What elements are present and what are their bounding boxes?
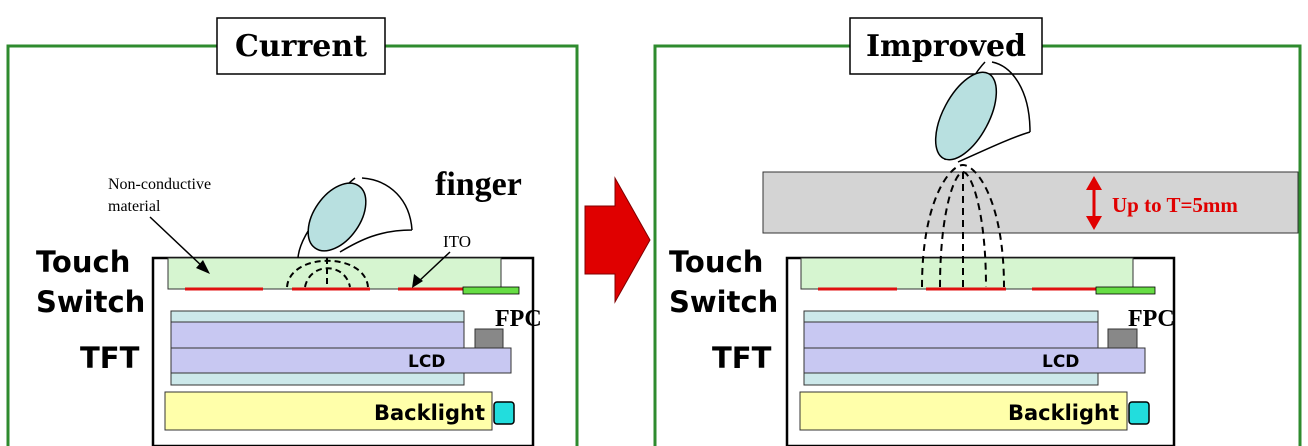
label-backlight: Backlight xyxy=(1008,401,1119,425)
lcd-layer xyxy=(803,347,1146,374)
transition-arrow xyxy=(584,176,651,304)
thickness-arrow xyxy=(1086,176,1102,230)
title-box xyxy=(849,17,1043,75)
touch-switch-glass xyxy=(800,257,1134,290)
label-finger: finger xyxy=(435,166,522,203)
touch-switch-glass xyxy=(167,257,502,290)
label-lcd: LCD xyxy=(1042,352,1079,372)
tft-layer-top xyxy=(803,310,1099,323)
tft-layer-bottom xyxy=(170,372,465,386)
label-switch: Switch xyxy=(669,285,778,319)
pointer-arrowhead xyxy=(412,274,423,288)
led-icon xyxy=(493,401,515,425)
fpc-connector xyxy=(1107,328,1138,349)
title-box xyxy=(216,17,386,75)
backlight-panel xyxy=(799,391,1128,431)
label-tft: TFT xyxy=(712,341,772,375)
label-ito: ITO xyxy=(443,232,471,251)
fpc-strip xyxy=(462,286,520,295)
label-fpc: FPC xyxy=(1128,306,1175,332)
pointer-arrow xyxy=(149,216,205,269)
electric-field-lines xyxy=(921,163,1005,288)
finger-icon xyxy=(297,177,413,259)
label-touch: Touch xyxy=(36,245,130,279)
pointer-arrow xyxy=(417,251,451,283)
tft-layer-bottom xyxy=(803,372,1099,386)
tft-layer xyxy=(170,321,465,349)
led-icon xyxy=(1128,401,1150,425)
electric-field-lines xyxy=(286,258,369,288)
backlight-panel xyxy=(164,391,493,431)
panel-improved: Improved Up to T=5mm xyxy=(653,17,1302,446)
label-lcd: LCD xyxy=(408,352,445,372)
tft-layer-top xyxy=(170,310,465,323)
panel-title: Improved xyxy=(866,29,1026,64)
thickness-note: Up to T=5mm xyxy=(1112,193,1238,217)
label-tft: TFT xyxy=(80,341,140,375)
pointer-arrowhead xyxy=(196,260,210,274)
tft-layer xyxy=(803,321,1099,349)
lcd-layer xyxy=(170,347,512,374)
label-touch: Touch xyxy=(669,245,763,279)
finger-icon xyxy=(934,61,1031,163)
label-material: material xyxy=(108,198,161,215)
fpc-connector xyxy=(474,328,504,349)
panel-current: Current Non-conductive xyxy=(6,17,579,446)
label-non-conductive: Non-conductive xyxy=(108,176,211,193)
cover-plate xyxy=(762,171,1299,234)
label-switch: Switch xyxy=(36,285,145,319)
panel-title: Current xyxy=(235,29,367,64)
label-backlight: Backlight xyxy=(374,401,485,425)
fpc-strip xyxy=(1095,286,1156,295)
label-fpc: FPC xyxy=(495,306,542,332)
